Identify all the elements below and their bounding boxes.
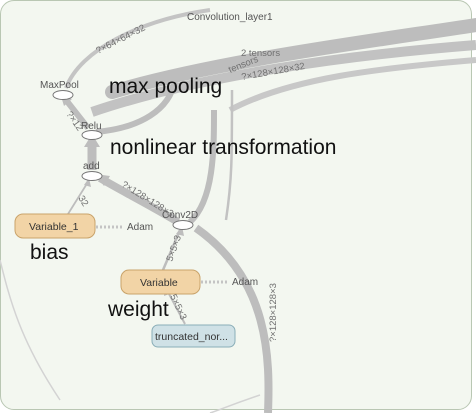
add-node[interactable] bbox=[81, 171, 103, 181]
edge-trunc-var bbox=[167, 291, 186, 325]
maxpool-label: MaxPool bbox=[40, 80, 79, 91]
edge-maxpool-conv bbox=[64, 8, 211, 89]
edge-faint-bottom bbox=[209, 394, 261, 413]
edge-label-var-conv: 5×5×3 bbox=[164, 234, 184, 263]
adam-label-2: Adam bbox=[232, 277, 258, 288]
conv2d-label: Conv2D bbox=[162, 210, 198, 221]
adam-label-1: Adam bbox=[127, 222, 153, 233]
edge-tensor-bundle-3 bbox=[228, 57, 476, 113]
edge-tensor-bundle-2 bbox=[90, 40, 476, 117]
annotation-max-pooling: max pooling bbox=[109, 75, 222, 98]
edge-conv-right-curve bbox=[224, 89, 234, 221]
conv2d-node[interactable] bbox=[172, 220, 194, 230]
edge-relu-right bbox=[95, 79, 178, 135]
edge-label-trunc-var: 5×5×3 bbox=[167, 293, 188, 322]
arrow-add-relu bbox=[84, 134, 100, 147]
edge-input-bottom bbox=[193, 224, 273, 413]
truncated-label: truncated_nor... bbox=[155, 331, 228, 343]
annotation-nonlinear: nonlinear transformation bbox=[110, 136, 336, 159]
add-label: add bbox=[83, 161, 100, 172]
convolution-layer-label: Convolution_layer1 bbox=[187, 12, 273, 23]
edge-var1-add bbox=[67, 181, 89, 215]
edge-label-maxpool-conv: ?×64×64×32 bbox=[94, 23, 147, 57]
edge-tensor-bundle bbox=[105, 18, 476, 99]
edge-input-conv bbox=[187, 109, 217, 225]
variable-1-label: Variable_1 bbox=[29, 221, 79, 233]
truncated-node[interactable] bbox=[151, 324, 236, 348]
variable-label: Variable bbox=[140, 277, 178, 289]
edge-faint-left bbox=[0, 259, 61, 401]
edge-label-input: ?×128×128×3 bbox=[268, 283, 279, 342]
edge-label-2-tensors: 2 tensors bbox=[241, 48, 280, 59]
edge-label-conv-add: ?×128×128×3 bbox=[119, 179, 175, 220]
edge-relu-maxpool bbox=[63, 98, 91, 130]
relu-label: Relu bbox=[81, 121, 102, 132]
variable-1-node[interactable] bbox=[14, 213, 96, 239]
relu-node[interactable] bbox=[81, 130, 103, 140]
maxpool-node[interactable] bbox=[52, 90, 74, 100]
annotation-bias: bias bbox=[30, 241, 69, 264]
edge-label-var1-add: 32 bbox=[75, 194, 90, 209]
variable-node[interactable] bbox=[120, 269, 201, 295]
edge-var-conv bbox=[161, 229, 182, 271]
annotation-weight: weight bbox=[107, 298, 169, 321]
